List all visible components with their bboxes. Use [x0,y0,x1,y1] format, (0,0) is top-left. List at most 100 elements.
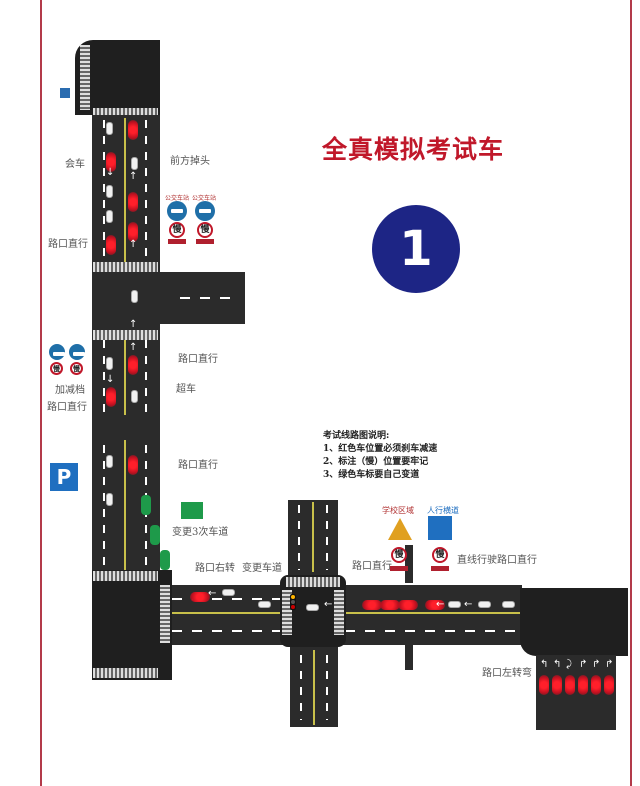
slow-tag [168,239,186,244]
lane-change-car-green [141,495,151,515]
crosswalk [80,45,90,110]
label-intersection-straight: 路口直行 [352,561,392,572]
small-stub [405,545,413,583]
label-change-lane: 变更车道 [242,563,282,574]
stop-car-red [128,120,138,140]
label-intersection-straight: 路口直行 [178,460,218,471]
crosswalk [93,668,158,678]
label-overtake: 超车 [176,384,196,395]
slow-sign-icon: 慢 [70,362,83,375]
stop-car-red [362,600,382,610]
lane-divider [103,120,105,260]
car [258,601,271,608]
lane-divider [298,505,300,570]
car [131,290,138,303]
legend: 考试线路图说明: 1、红色车位置必须刹车减速 2、标注（慢）位置要牢记 3、绿色… [323,430,437,482]
lane-divider [103,340,105,415]
center-line [124,340,126,415]
label-intersection-straight: 路口直行 [48,239,88,250]
lane-divider [326,655,328,720]
bus-stop-sign-icon [69,344,85,360]
car [106,210,113,223]
stop-car-red [190,592,210,602]
label-straight-through-intersection: 直线行驶路口直行 [457,555,537,566]
slow-sign-icon: 慢 [50,362,63,375]
crosswalk [93,108,158,118]
car [448,601,461,608]
car [106,185,113,198]
small-stub [405,645,413,670]
car [222,589,235,596]
legend-item: 1、红色车位置必须刹车减速 [323,444,438,454]
left-turn-arrow-icon: ↰ [540,659,549,670]
arrow-up-icon: ↑ [129,239,138,250]
arrow-left-icon: ← [464,599,473,610]
label-meet-car: 会车 [65,159,85,170]
lane-change-car-green [160,550,170,570]
pedestrian-sign-icon [60,88,70,98]
stop-car-red [128,192,138,212]
green-car-marker [181,502,203,519]
bus-stop-sign-icon [49,344,65,360]
bus-stop-label: 公交车站 [192,195,217,202]
left-turn-arrow-icon: ⤸ [566,659,572,670]
arrow-up-icon: ↑ [129,171,138,182]
lane-divider [300,655,302,720]
bus-stop-label: 公交车站 [165,195,190,202]
lane-divider [145,340,147,415]
crosswalk [93,571,158,581]
lane-divider [172,598,280,600]
car [502,601,515,608]
arrow-left-icon: ← [324,599,333,610]
car [478,601,491,608]
arrow-left-icon: ← [208,588,217,599]
car [106,122,113,135]
lane-divider [172,630,280,632]
left-turn-arrow-icon: ↰ [553,659,562,670]
school-zone-sign-icon [388,518,412,540]
car [306,604,319,611]
slow-sign-icon: 慢 [391,547,407,563]
parking-sign-icon: P [50,463,78,491]
crosswalk [93,262,158,272]
stop-car-red [380,600,400,610]
lane-divider [103,445,105,565]
stop-car-red [106,152,116,172]
left-turn-arrow-icon: ↱ [592,659,601,670]
traffic-light [290,594,296,610]
left-turn-arrow-icon: ↱ [579,659,588,670]
school-zone-label: 学校区域 [382,506,414,515]
center-line [124,440,126,570]
stop-car-red [578,675,588,695]
slow-sign-icon: 慢 [169,222,185,238]
stop-car-red [106,387,116,407]
center-line [345,612,520,614]
car [131,390,138,403]
label-u-turn-ahead: 前方掉头 [170,156,210,167]
crosswalk [93,330,158,340]
car [106,455,113,468]
lane-change-car-green [150,525,160,545]
crosswalk [282,590,292,635]
label-accel-decel: 加减档 [55,385,85,396]
center-line [124,118,126,263]
stop-car-red [604,675,614,695]
crosswalk [286,577,340,587]
map-title: 全真模拟考试车 [322,135,505,164]
arrow-up-icon: ↑ [129,342,138,353]
slow-tag [390,566,408,571]
stop-car-red [425,600,445,610]
label-intersection-straight: 路口直行 [47,402,87,413]
bus-stop-sign-icon [195,201,215,221]
legend-item: 3、绿色车标要自己变道 [323,470,420,480]
stop-car-red [552,675,562,695]
slow-tag [431,566,449,571]
label-change-lanes-3-times: 变更3次车道 [172,527,229,538]
car [106,357,113,370]
left-turn-lanes [536,655,616,730]
lane-divider [180,297,240,299]
label-intersection-right-turn: 路口右转 [195,563,235,574]
stop-car-red [398,600,418,610]
slow-tag [196,239,214,244]
left-turn-arrow-icon: ↱ [605,659,614,670]
